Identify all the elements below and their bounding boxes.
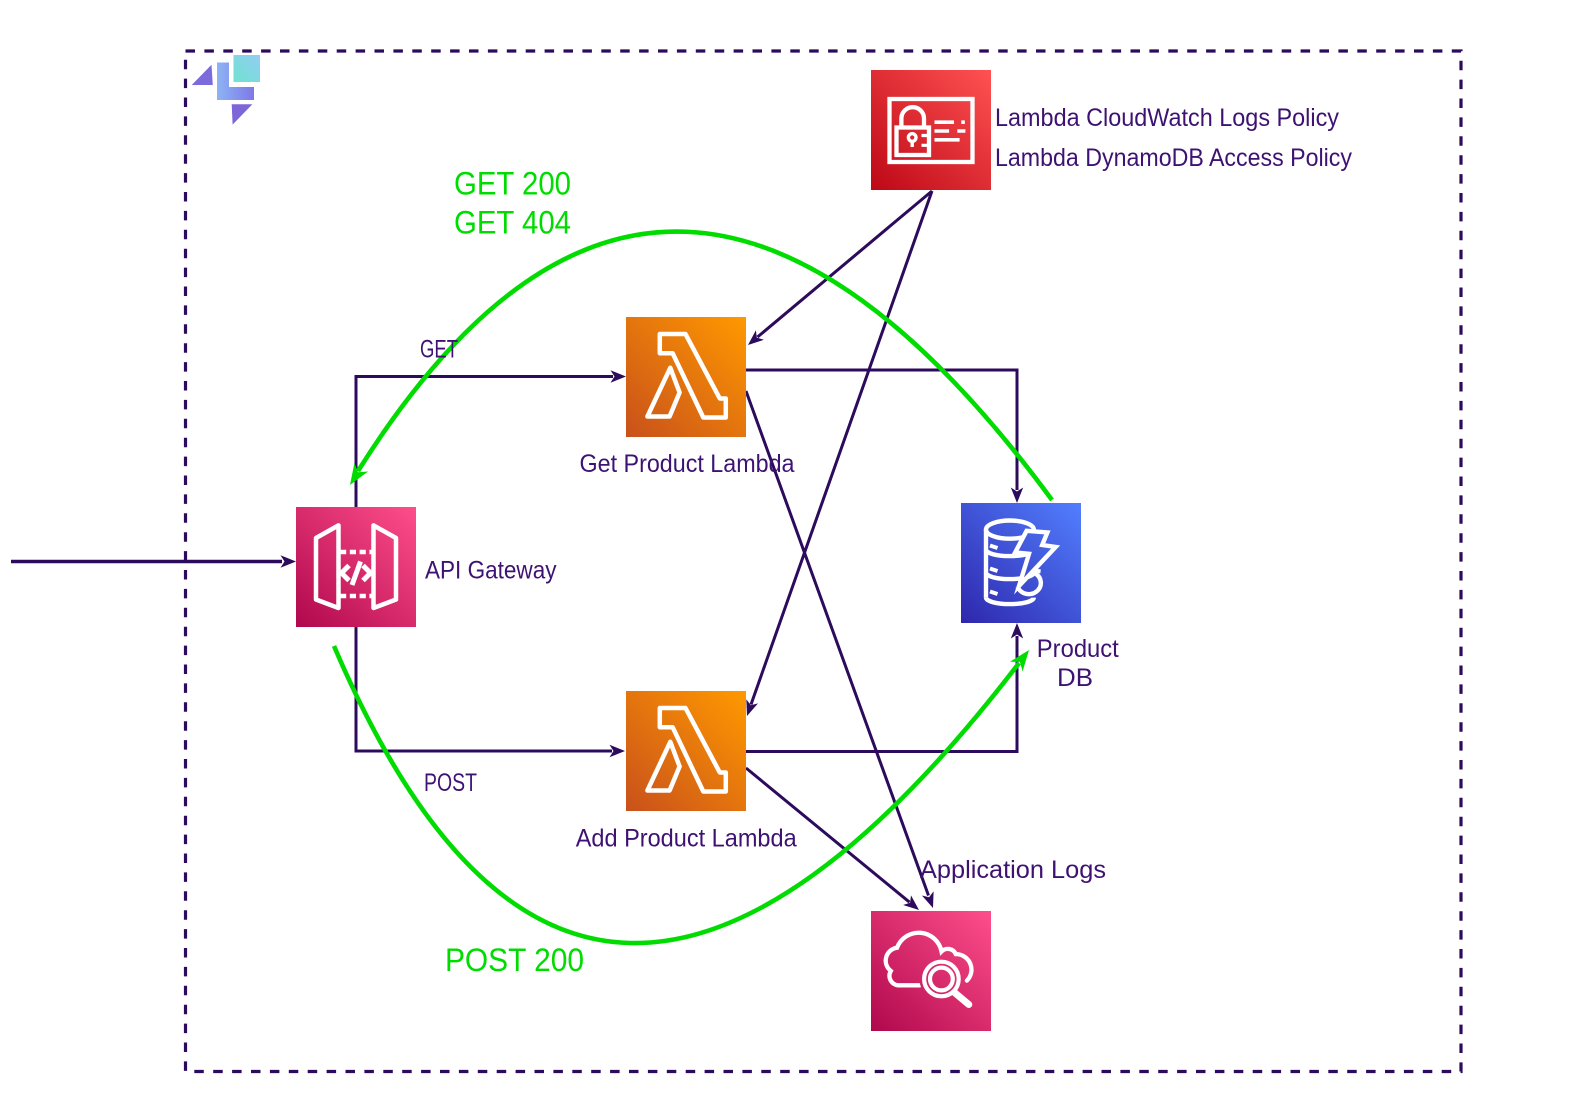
svg-text:Get Product Lambda: Get Product Lambda	[580, 450, 795, 478]
svg-text:POST 200: POST 200	[445, 942, 584, 978]
svg-text:GET: GET	[420, 336, 458, 364]
svg-text:GET 404: GET 404	[454, 205, 571, 241]
svg-text:Lambda CloudWatch Logs Policy: Lambda CloudWatch Logs Policy	[995, 104, 1339, 132]
svg-text:POST: POST	[424, 769, 477, 797]
svg-text:DB: DB	[1057, 664, 1093, 692]
svg-text:Add Product Lambda: Add Product Lambda	[576, 824, 797, 852]
svg-text:API Gateway: API Gateway	[425, 557, 557, 585]
svg-text:Product: Product	[1037, 635, 1119, 663]
svg-text:Application Logs: Application Logs	[920, 856, 1106, 884]
svg-text:GET 200: GET 200	[454, 165, 571, 201]
svg-text:Lambda DynamoDB Access Policy: Lambda DynamoDB Access Policy	[995, 144, 1352, 172]
